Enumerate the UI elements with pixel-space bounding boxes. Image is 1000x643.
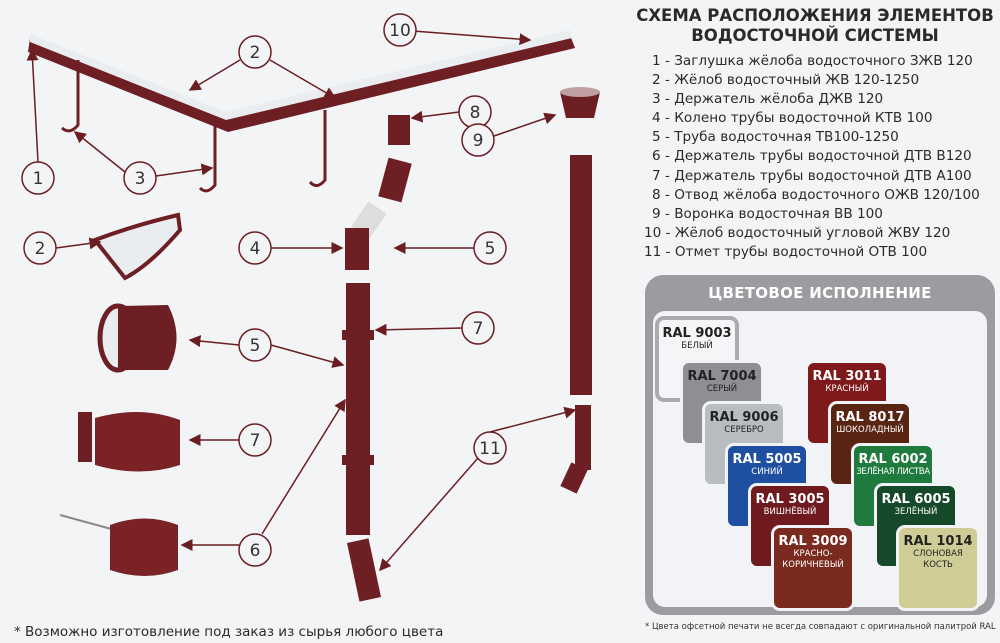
svg-text:6: 6 (250, 541, 261, 561)
callout-6: 6 (238, 533, 272, 567)
svg-text:7: 7 (250, 431, 261, 451)
svg-text:8: 8 (470, 103, 481, 123)
loose-parts (59, 212, 183, 576)
callout-arrows (26, 29, 577, 572)
legend-item: 5 - Труба водосточная ТВ100-1250 (652, 129, 899, 146)
swatch-name: ЗЕЛЁНЫЙ (894, 507, 938, 517)
swatch-code: RAL 3005 (755, 492, 825, 507)
svg-text:5: 5 (485, 239, 496, 259)
svg-text:3: 3 (135, 169, 146, 189)
callout-5: 5 (473, 231, 507, 265)
callouts: 1 2 3 10 8 9 4 5 2 5 7 7 11 6 (21, 13, 507, 567)
callout-9: 9 (461, 123, 495, 157)
swatch-code: RAL 9003 (662, 326, 732, 341)
swatch-code: RAL 9006 (709, 410, 779, 425)
svg-text:11: 11 (479, 439, 501, 459)
legend-item: 2 - Жёлоб водосточный ЖВ 120-1250 (652, 72, 920, 89)
swatch-name: СЕРЫЙ (706, 384, 738, 394)
legend-item: 10 - Жёлоб водосточный угловой ЖВУ 120 (644, 224, 951, 241)
downpipe-right (560, 87, 600, 494)
callout-11: 11 (473, 431, 507, 465)
swatch-name: КРАСНЫЙ (825, 384, 869, 394)
gutter-holders (61, 60, 327, 193)
legend-item: 3 - Держатель жёлоба ДЖВ 120 (652, 91, 884, 108)
color-note: * Цвета офсетной печати не всегда совпад… (645, 622, 996, 632)
color-options-title: ЦВЕТОВОЕ ИСПОЛНЕНИЕ (708, 284, 932, 302)
callout-2: 2 (238, 35, 272, 69)
callout-7: 7 (461, 311, 495, 345)
gutter-system-diagram: 1 2 3 10 8 9 4 5 2 5 7 7 11 6 (21, 13, 600, 602)
title-line-1: СХЕМА РАСПОЛОЖЕНИЯ ЭЛЕМЕНТОВ (636, 6, 994, 25)
swatch-code: RAL 3011 (812, 369, 882, 384)
swatch-name: ЗЕЛЁНАЯ ЛИСТВА (856, 467, 930, 477)
gutter (28, 30, 575, 132)
callout-2: 2 (23, 231, 57, 265)
legend-item: 7 - Держатель трубы водосточной ДТВ А100 (652, 167, 972, 184)
swatch-code: RAL 6002 (858, 452, 928, 467)
swatch-code: RAL 8017 (835, 410, 905, 425)
swatch-name: КРАСНО-КОРИЧНЕВЫЙ (782, 549, 844, 570)
swatch-name: ВИШНЁВЫЙ (763, 507, 817, 517)
svg-text:7: 7 (473, 319, 484, 339)
legend-item: 6 - Держатель трубы водосточной ДТВ В120 (652, 148, 972, 165)
svg-text:1: 1 (33, 169, 44, 189)
swatch-name: СЕРЕБРО (724, 425, 764, 435)
callout-10: 10 (383, 13, 417, 47)
swatch-code: RAL 6005 (881, 492, 951, 507)
swatch-code: RAL 3009 (778, 534, 848, 549)
title-line-2: ВОДОСТОЧНОЙ СИСТЕМЫ (691, 26, 939, 45)
svg-text:9: 9 (473, 131, 484, 151)
callout-7: 7 (238, 423, 272, 457)
callout-3: 3 (123, 161, 157, 195)
swatch-name: ШОКОЛАДНЫЙ (836, 425, 904, 435)
downpipe-middle (342, 115, 412, 602)
legend-item: 9 - Воронка водосточная ВВ 100 (652, 205, 883, 222)
callout-8: 8 (458, 95, 492, 129)
swatch-code: RAL 7004 (687, 369, 757, 384)
swatch-name: СИНИЙ (751, 467, 783, 477)
parts-legend: 1 - Заглушка жёлоба водосточного ЗЖВ 120… (644, 52, 980, 262)
swatch-code: RAL 1014 (903, 534, 973, 549)
legend-item: 1 - Заглушка жёлоба водосточного ЗЖВ 120 (652, 53, 973, 69)
legend-item: 8 - Отвод жёлоба водосточного ОЖВ 120/10… (652, 186, 980, 203)
callout-1: 1 (21, 161, 55, 195)
svg-text:5: 5 (250, 336, 261, 356)
callout-5: 5 (238, 328, 272, 362)
svg-text:10: 10 (389, 21, 411, 41)
svg-text:2: 2 (35, 239, 46, 259)
legend-item: 11 - Отмет трубы водосточной ОТВ 100 (644, 243, 928, 260)
svg-text:4: 4 (250, 239, 261, 259)
svg-text:2: 2 (250, 43, 261, 63)
swatch-code: RAL 5005 (732, 452, 802, 467)
swatch-name: СЛОНОВАЯ КОСТЬ (913, 549, 963, 570)
swatch-name: БЕЛЫЙ (681, 341, 713, 351)
footer-note: * Возможно изготовление под заказ из сыр… (14, 624, 444, 640)
legend-item: 4 - Колено трубы водосточной КТВ 100 (652, 110, 933, 127)
callout-4: 4 (238, 231, 272, 265)
